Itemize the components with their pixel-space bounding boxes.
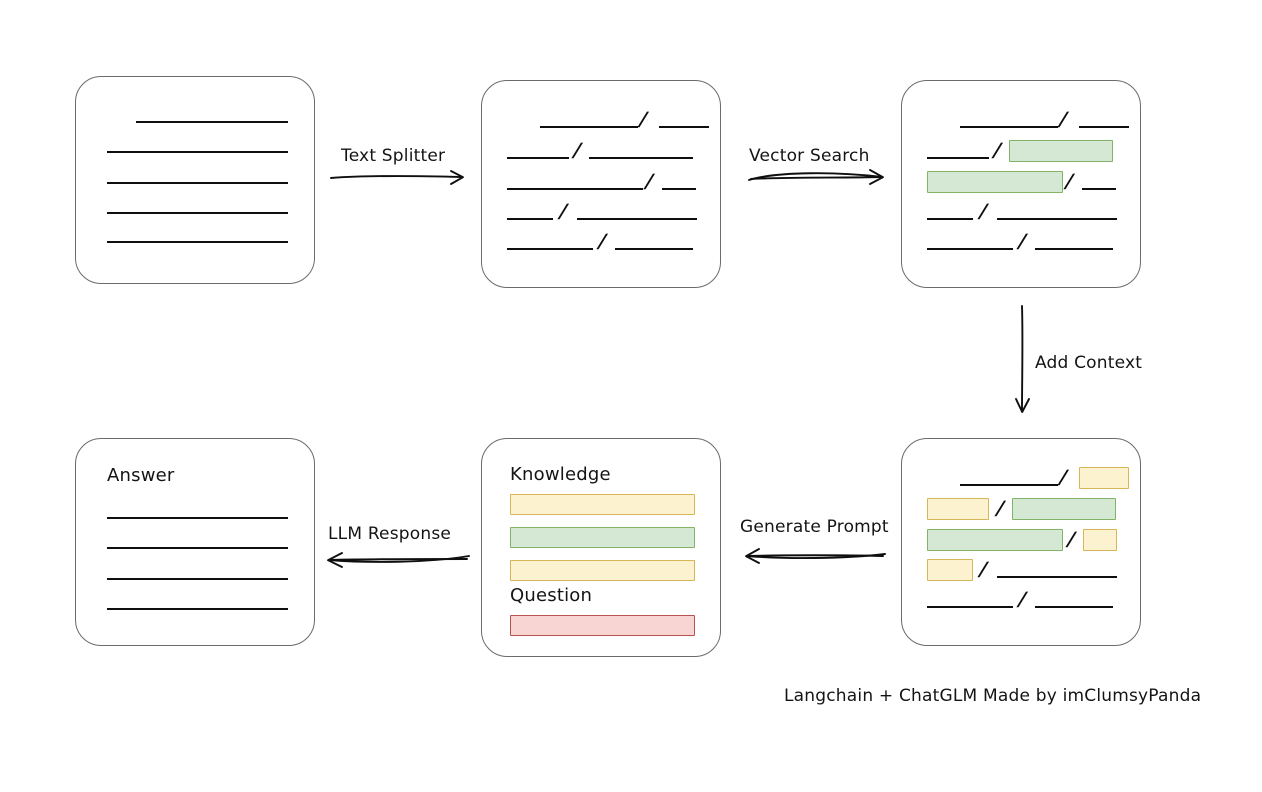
- footer-credit: Langchain + ChatGLM Made by imClumsyPand…: [784, 686, 1202, 706]
- doc-line: [107, 212, 288, 214]
- chunk-slash-icon: /: [1058, 466, 1069, 489]
- arrow-text-splitter: [330, 170, 464, 185]
- doc-line: [107, 151, 288, 153]
- chunk-segment: [927, 248, 1013, 250]
- doc-line: [107, 182, 288, 184]
- chunk-segment: [589, 157, 693, 159]
- chunk-slash-icon: /: [644, 170, 655, 193]
- chunk-highlight-green[interactable]: [927, 171, 1063, 193]
- chunk-segment: [1079, 126, 1129, 128]
- chunk-slash-icon: /: [1064, 170, 1075, 193]
- answer-line: [107, 578, 288, 580]
- answer-line: [107, 517, 288, 519]
- chunk-slash-icon: /: [978, 200, 989, 223]
- card-context-chunks[interactable]: / / / / /: [901, 438, 1141, 646]
- card-matched-chunks[interactable]: / / / / /: [901, 80, 1141, 288]
- chunk-highlight-yellow[interactable]: [927, 498, 989, 520]
- chunk-highlight-yellow[interactable]: [1083, 529, 1117, 551]
- chunk-slash-icon: /: [1017, 230, 1028, 253]
- chunk-segment: [659, 126, 709, 128]
- knowledge-bar-yellow[interactable]: [510, 560, 695, 581]
- chunk-highlight-green[interactable]: [927, 529, 1063, 551]
- chunk-slash-icon: /: [558, 200, 569, 223]
- chunk-slash-icon: /: [992, 139, 1003, 162]
- chunk-highlight-yellow[interactable]: [1079, 467, 1129, 489]
- chunk-segment: [507, 218, 553, 220]
- chunk-segment: [927, 157, 989, 159]
- knowledge-bar-green[interactable]: [510, 527, 695, 548]
- arrow-generate-prompt: [745, 548, 886, 564]
- chunk-segment: [960, 484, 1058, 486]
- chunk-slash-icon: /: [1058, 108, 1069, 131]
- answer-line: [107, 608, 288, 610]
- card-split-chunks[interactable]: / / / / /: [481, 80, 721, 288]
- chunk-segment: [927, 218, 973, 220]
- chunk-slash-icon: /: [638, 108, 649, 131]
- question-bar-red[interactable]: [510, 615, 695, 636]
- chunk-segment: [1035, 606, 1113, 608]
- answer-label: Answer: [107, 465, 175, 486]
- chunk-segment: [577, 218, 697, 220]
- chunk-slash-icon: /: [572, 139, 583, 162]
- chunk-segment: [1082, 188, 1116, 190]
- chunk-slash-icon: /: [1066, 528, 1077, 551]
- prompt-knowledge-label: Knowledge: [510, 464, 611, 485]
- card-answer[interactable]: Answer: [75, 438, 315, 646]
- chunk-segment: [507, 188, 643, 190]
- chunk-segment: [997, 576, 1117, 578]
- chunk-highlight-green[interactable]: [1009, 140, 1113, 162]
- chunk-slash-icon: /: [995, 497, 1006, 520]
- card-prompt[interactable]: Knowledge Question: [481, 438, 721, 657]
- chunk-segment: [997, 218, 1117, 220]
- knowledge-bar-yellow[interactable]: [510, 494, 695, 515]
- chunk-segment: [615, 248, 693, 250]
- chunk-slash-icon: /: [1017, 588, 1028, 611]
- answer-line: [107, 547, 288, 549]
- chunk-segment: [540, 126, 638, 128]
- doc-line: [107, 241, 288, 243]
- card-source-document[interactable]: [75, 76, 315, 284]
- chunk-segment: [662, 188, 696, 190]
- arrow-llm-response: [327, 552, 470, 568]
- edge-label-vector-search: Vector Search: [749, 146, 870, 166]
- edge-label-add-context: Add Context: [1035, 353, 1143, 373]
- prompt-question-label: Question: [510, 585, 593, 606]
- chunk-slash-icon: /: [978, 558, 989, 581]
- chunk-highlight-yellow[interactable]: [927, 559, 973, 581]
- chunk-segment: [507, 248, 593, 250]
- edge-label-text-splitter: Text Splitter: [341, 146, 446, 166]
- chunk-segment: [927, 606, 1013, 608]
- edge-label-generate-prompt: Generate Prompt: [740, 517, 889, 537]
- chunk-segment: [1035, 248, 1113, 250]
- chunk-highlight-green[interactable]: [1012, 498, 1116, 520]
- chunk-segment: [960, 126, 1058, 128]
- edge-label-llm-response: LLM Response: [328, 524, 452, 544]
- chunk-slash-icon: /: [597, 230, 608, 253]
- doc-line: [136, 121, 288, 123]
- chunk-segment: [507, 157, 569, 159]
- arrow-vector-search: [748, 169, 884, 185]
